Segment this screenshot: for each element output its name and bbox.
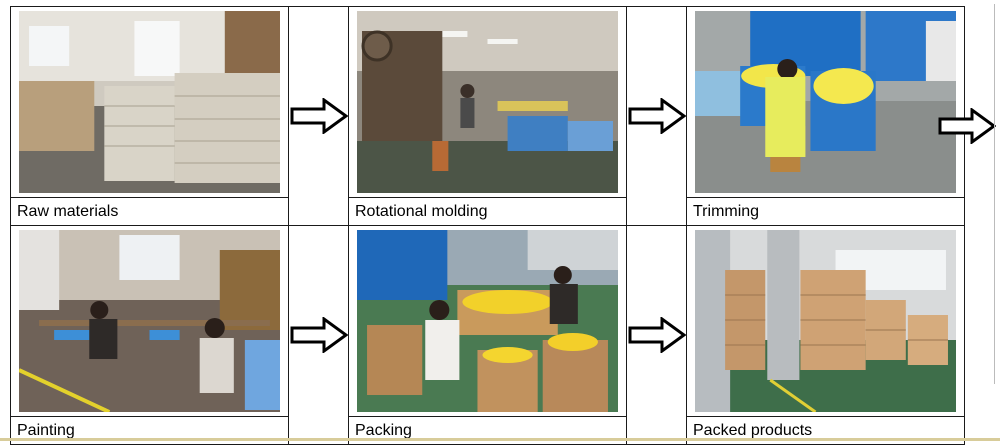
process-flow-table: Raw materials Rotational molding Trimmin… — [10, 6, 965, 445]
photo-packing — [348, 225, 627, 417]
photo-packed-products — [686, 225, 965, 417]
step-label-rotational-molding: Rotational molding — [348, 197, 627, 226]
right-arrow-icon — [627, 317, 686, 353]
page-edge-divider — [994, 4, 1000, 384]
arrow-cell-2 — [626, 6, 687, 226]
footer-rule — [0, 438, 1000, 441]
photo-rotational-molding — [348, 6, 627, 198]
step-label-trimming: Trimming — [686, 197, 965, 226]
photo-trimming — [686, 6, 965, 198]
step-label-raw-materials: Raw materials — [10, 197, 289, 226]
photo-painting — [10, 225, 289, 417]
arrow-cell-1 — [288, 6, 349, 226]
right-arrow-icon — [627, 98, 686, 134]
right-arrow-icon — [289, 317, 348, 353]
arrow-cell-4 — [626, 225, 687, 445]
right-arrow-icon — [289, 98, 348, 134]
right-arrow-icon — [938, 107, 997, 149]
arrow-cell-3 — [288, 225, 349, 445]
photo-raw-materials — [10, 6, 289, 198]
